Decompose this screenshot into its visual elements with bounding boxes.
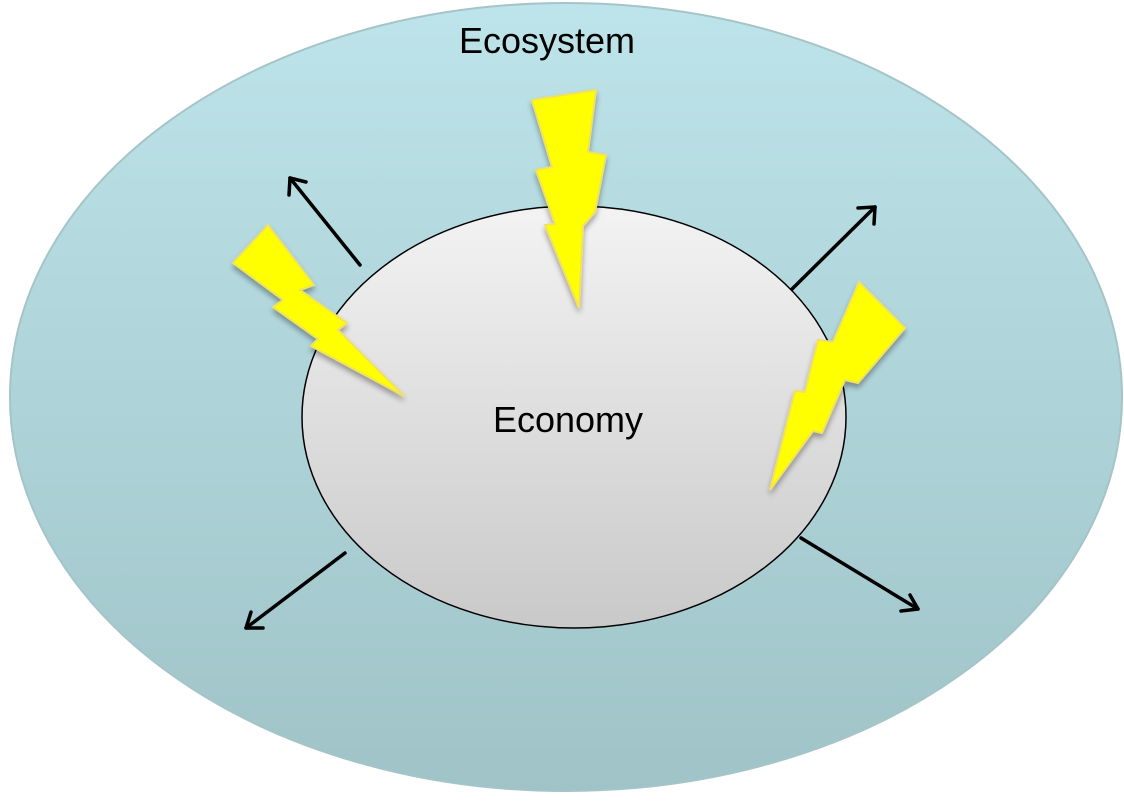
arrow-icon — [786, 205, 877, 295]
ecosystem-label: Ecosystem — [459, 20, 635, 61]
outward-arrows — [244, 176, 920, 630]
arrow-icon — [287, 176, 362, 267]
lightning-bolt-icon — [231, 223, 405, 397]
arrow-icon — [244, 551, 347, 630]
lightning-bolt-icon — [769, 280, 907, 491]
economy-label: Economy — [493, 399, 643, 440]
lightning-bolt-icon — [530, 88, 608, 309]
arrow-icon — [799, 536, 920, 613]
